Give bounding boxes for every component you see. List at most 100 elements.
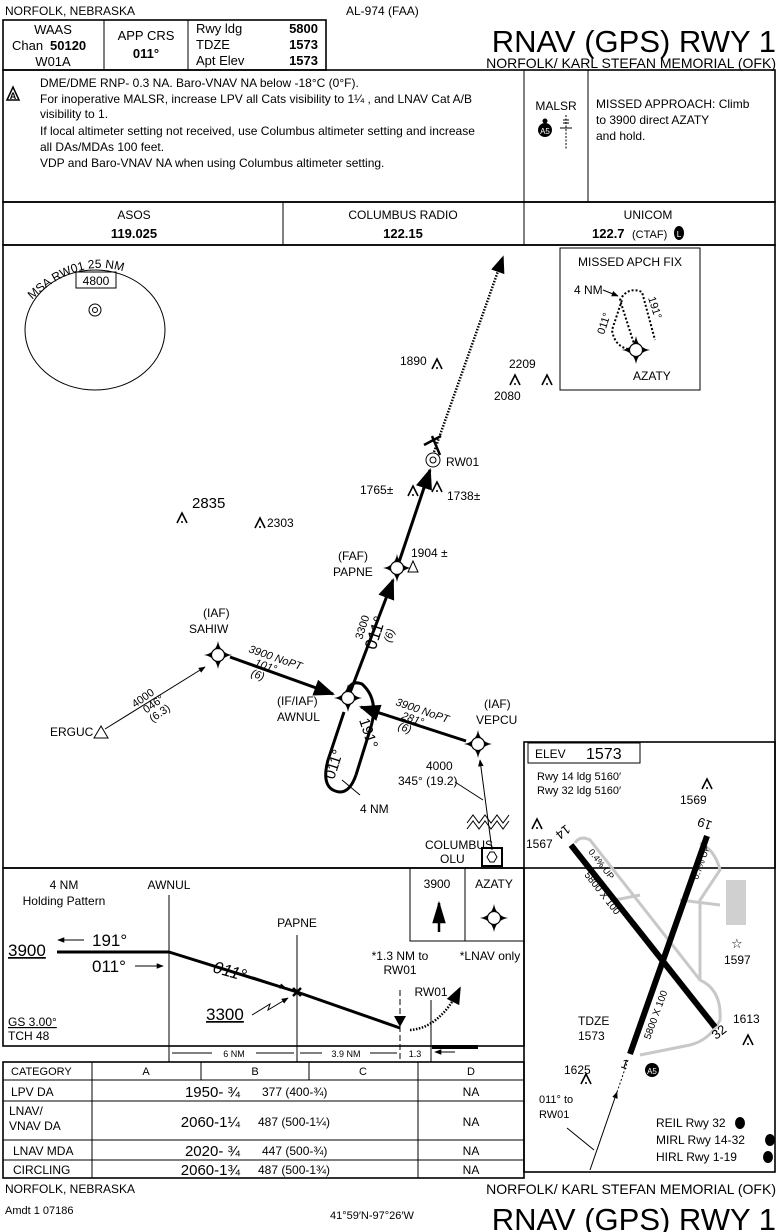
missed-approach-path <box>409 986 462 1032</box>
obstacle-icon <box>431 481 443 493</box>
row-minimums: 2060-1¾ <box>181 1162 241 1179</box>
azaty-label: AZATY <box>633 369 671 383</box>
sahiw-label: SAHIW <box>189 622 229 636</box>
footer-coords: 41°59′N-97°26′W <box>330 1210 414 1222</box>
glideslope: GS 3.00° <box>8 1015 57 1029</box>
iaf-role: (IAF) <box>484 697 511 711</box>
rw01-label: RW01 <box>414 985 447 999</box>
runway-end-label: 1 <box>619 1056 631 1073</box>
lighting-note: REIL Rwy 32 <box>656 1116 726 1130</box>
table-header: B <box>251 1066 258 1078</box>
comm-freq: 122.7 <box>592 226 625 241</box>
svg-text:(6): (6) <box>382 627 398 644</box>
missed-hold-out-course: 011° <box>595 311 613 336</box>
lighting-label: MALSR <box>535 99 577 113</box>
olu-leg-course: 345° (19.2) <box>398 774 458 788</box>
missed-fix: AZATY <box>475 877 513 891</box>
profile-view: 3900 AZATY 4 NM Holding Pattern AWNUL PA… <box>2 867 525 1062</box>
papne-label: PAPNE <box>277 916 317 930</box>
erguc-label: ERGUC <box>50 725 94 739</box>
obstacle-elev: 1567 <box>526 837 553 851</box>
table-row: CIRCLING 2060-1¾ 487 (500-1¾) NA <box>13 1162 479 1179</box>
footer-location: NORFOLK, NEBRASKA <box>5 1182 135 1196</box>
msa-circle <box>24 269 166 391</box>
minima-table: CATEGORY A B C D LPV DA 1950- ¾ 377 (400… <box>2 1061 525 1179</box>
comm-name: COLUMBUS RADIO <box>348 208 457 222</box>
outbound-course: 011° <box>92 957 126 976</box>
missed-altitude: 3900 <box>424 877 451 891</box>
tch: TCH 48 <box>8 1029 50 1043</box>
obstacle-elev: 2080 <box>494 389 521 403</box>
alternate-minimums-icon <box>5 85 21 101</box>
row-label: LNAV/ VNAV DA <box>9 1104 61 1133</box>
obstacle-elev: 1765± <box>360 483 394 497</box>
comm-freq: 119.025 <box>111 226 157 241</box>
vepcu-leg <box>359 704 467 743</box>
footer-amendment: Amdt 1 07186 <box>5 1205 74 1217</box>
comm-name: ASOS <box>117 208 150 222</box>
olu-leg <box>478 759 493 851</box>
location-label: NORFOLK, NEBRASKA <box>5 4 135 18</box>
svg-text:(6): (6) <box>396 721 413 737</box>
note-line: If local altimeter setting not received,… <box>40 124 475 138</box>
comm-freq: 122.15 <box>383 226 423 241</box>
tdze-value: 1573 <box>578 1029 605 1043</box>
comm-name: UNICOM <box>624 208 673 222</box>
table-row: LNAV MDA 2020- ¾ 447 (500-¾) NA <box>13 1143 479 1160</box>
table-header: C <box>359 1066 367 1078</box>
tdze-label: TDZE <box>196 37 230 52</box>
hold-dist: 4 NM <box>360 802 389 816</box>
table-header: A <box>142 1066 150 1078</box>
final-note: RW01 <box>539 1109 569 1121</box>
initial-altitude: 3900 <box>8 941 46 960</box>
faf-altitude: 3300 <box>206 1005 244 1024</box>
footer-airport: NORFOLK/ KARL STEFAN MEMORIAL (OFK) <box>486 1181 776 1197</box>
comm-suffix: (CTAF) <box>632 229 667 241</box>
vepcu-label: VEPCU <box>476 713 517 727</box>
table-row: LPV DA 1950- ¾ 377 (400-¾) NA <box>11 1084 479 1101</box>
pilot-controlled-lighting-icon <box>735 1117 775 1163</box>
awnul-label: AWNUL <box>148 878 191 892</box>
inbound-course: 191° <box>92 931 127 950</box>
row-cat-d: NA <box>463 1085 480 1099</box>
awnul-label: AWNUL <box>277 710 320 724</box>
erguc-fix-icon <box>93 725 109 739</box>
obstacle-elev: 2209 <box>509 357 536 371</box>
waas-id: W01A <box>35 54 71 69</box>
note-line: visibility to 1. <box>40 107 108 121</box>
distance: 3.9 NM <box>331 1049 360 1059</box>
papne-label: PAPNE <box>333 565 373 579</box>
tdze-label: TDZE <box>578 1014 609 1028</box>
svg-text:L: L <box>677 230 682 239</box>
missed-point-x-icon <box>423 434 442 456</box>
ramp <box>726 880 746 925</box>
notes-section: A DME/DME RNP- 0.3 NA. Baro-VNAV NA belo… <box>2 69 776 245</box>
iaf-role: (IAF) <box>203 606 230 620</box>
final-course <box>395 468 432 569</box>
runway-1-19 <box>627 835 710 1055</box>
malsr-icon <box>560 115 572 150</box>
footer-title: RNAV (GPS) RWY 1 <box>492 1202 776 1232</box>
obstacle-elev: 1625 <box>564 1063 591 1077</box>
papne-fix-icon <box>382 553 412 583</box>
row-height: 447 (500-¾) <box>262 1144 327 1158</box>
app-crs-label: APP CRS <box>118 28 175 43</box>
comms-row: ASOS 119.025 COLUMBUS RADIO 122.15 UNICO… <box>2 201 776 246</box>
missed-approach-text: and hold. <box>596 129 645 143</box>
row-cat-d: NA <box>463 1115 480 1129</box>
table-header: CATEGORY <box>11 1066 72 1078</box>
chan-label: Chan <box>12 38 43 53</box>
row-cat-d: NA <box>463 1144 480 1158</box>
obstacle-icon <box>407 485 419 497</box>
note-line: For inoperative MALSR, increase LPV all … <box>40 92 472 106</box>
chan-value: 50120 <box>50 38 86 53</box>
row-minimums: 2060-1¼ <box>181 1114 241 1131</box>
obstacle-icon <box>254 517 266 529</box>
final-leg-label: 3300 011° (6) <box>353 614 398 652</box>
lighting-note: MIRL Rwy 14-32 <box>656 1133 745 1147</box>
obstacle-icon <box>701 778 713 790</box>
note-line: DME/DME RNP- 0.3 NA. Baro-VNAV NA below … <box>40 76 359 90</box>
apt-elev-value: 1573 <box>289 53 318 68</box>
elev-label: ELEV <box>535 747 566 761</box>
